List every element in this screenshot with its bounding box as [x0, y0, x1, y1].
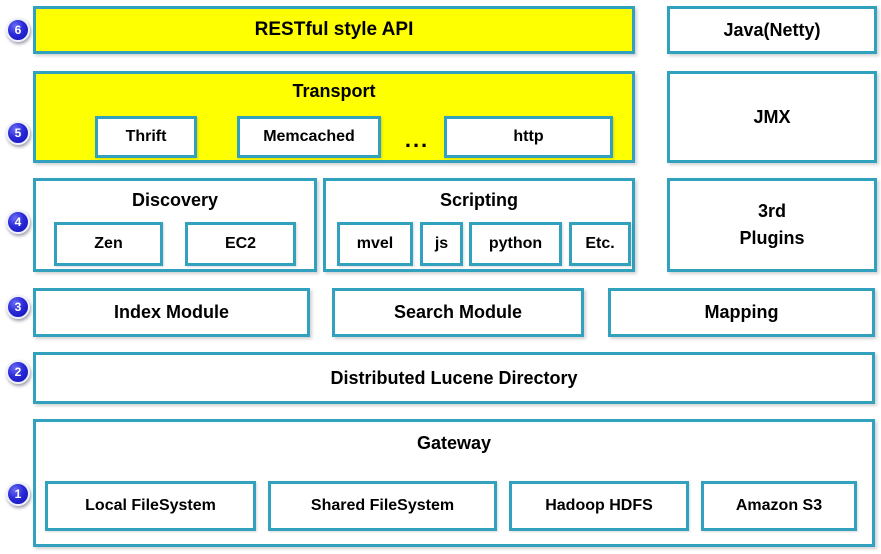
layer-badge-5: 5 [6, 121, 30, 145]
ec2-box: EC2 [185, 222, 296, 266]
etc-box: Etc. [569, 222, 631, 266]
jmx-box: JMX [667, 71, 877, 163]
gateway-box: Gateway Local FileSystem Shared FileSyst… [33, 419, 875, 547]
python-box: python [469, 222, 562, 266]
zen-box: Zen [54, 222, 163, 266]
memcached-box: Memcached [237, 116, 381, 158]
third-plugins-label: 3rd Plugins [739, 201, 805, 248]
amazon-s3-box: Amazon S3 [701, 481, 857, 531]
transport-title: Transport [292, 81, 376, 101]
search-module-box: Search Module [332, 288, 584, 337]
thrift-box: Thrift [95, 116, 197, 158]
layer-badge-2: 2 [6, 360, 30, 384]
scripting-title: Scripting [439, 190, 518, 210]
http-box: http [444, 116, 613, 158]
discovery-box: Discovery Zen EC2 [33, 178, 317, 272]
ellipsis-dots: ... [404, 127, 430, 152]
java-netty-box: Java(Netty) [667, 6, 877, 54]
layer-badge-6: 6 [6, 18, 30, 42]
third-plugins-box: 3rd Plugins [667, 178, 877, 272]
mvel-box: mvel [337, 222, 413, 266]
layer-badge-1: 1 [6, 482, 30, 506]
mapping-box: Mapping [608, 288, 875, 337]
gateway-title: Gateway [416, 433, 492, 453]
js-box: js [420, 222, 463, 266]
layer-badge-4: 4 [6, 210, 30, 234]
index-module-box: Index Module [33, 288, 310, 337]
transport-box: Transport Thrift Memcached ... http [33, 71, 635, 163]
local-filesystem-box: Local FileSystem [45, 481, 256, 531]
scripting-box: Scripting mvel js python Etc. [323, 178, 635, 272]
layer-badge-3: 3 [6, 295, 30, 319]
discovery-title: Discovery [131, 190, 219, 210]
restful-api-box: RESTful style API [33, 6, 635, 54]
shared-filesystem-box: Shared FileSystem [268, 481, 497, 531]
hadoop-hdfs-box: Hadoop HDFS [509, 481, 689, 531]
lucene-directory-box: Distributed Lucene Directory [33, 352, 875, 404]
